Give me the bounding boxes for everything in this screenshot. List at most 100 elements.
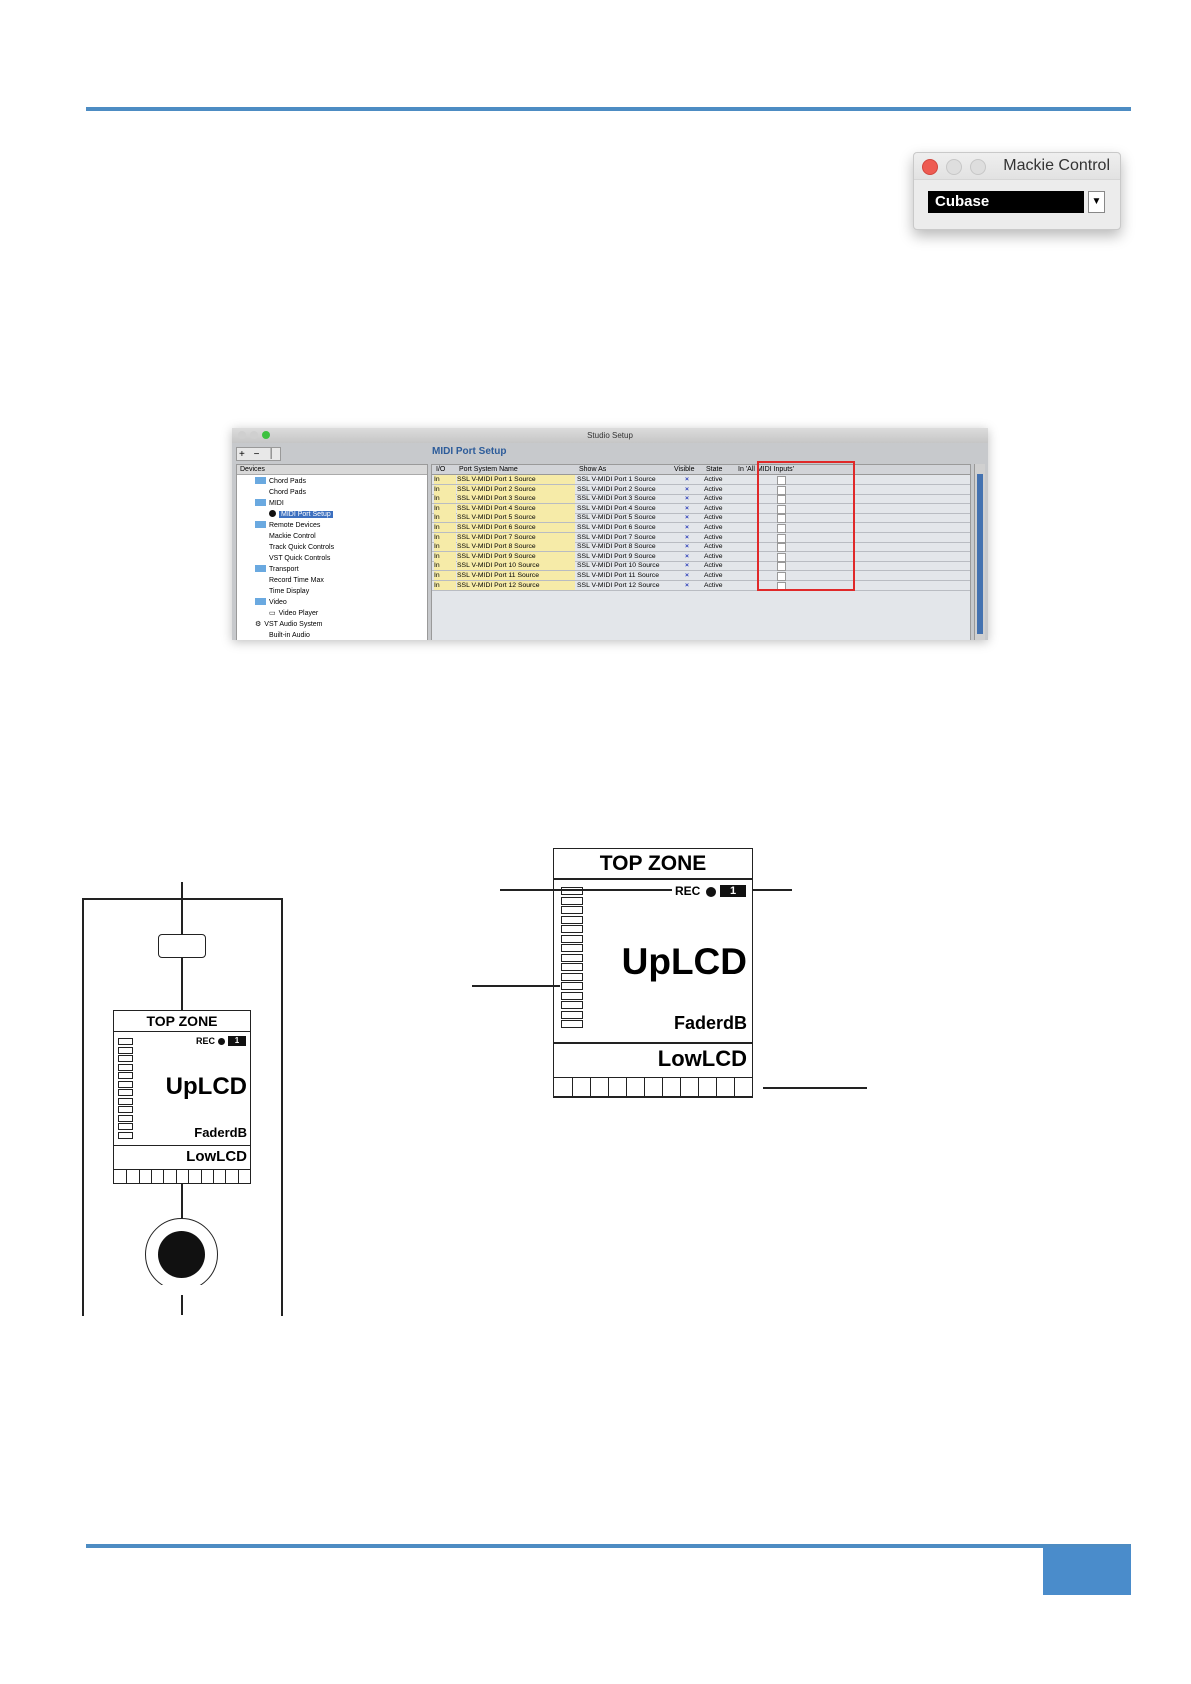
segment-divider [662, 1078, 663, 1096]
column-header[interactable]: In 'All MIDI Inputs' [738, 466, 794, 473]
visible-check-icon[interactable]: × [685, 495, 689, 503]
zoom-window-icon[interactable] [262, 431, 270, 439]
segment-divider [225, 1170, 227, 1183]
table-cell: Active [704, 504, 723, 512]
chevron-down-icon[interactable]: ▼ [1088, 191, 1105, 213]
callout-line [181, 1184, 183, 1222]
visible-check-icon[interactable]: × [685, 543, 689, 551]
visible-check-icon[interactable]: × [685, 504, 689, 512]
all-midi-inputs-checkbox[interactable] [777, 543, 786, 553]
all-midi-inputs-checkbox[interactable] [777, 514, 786, 524]
visible-check-icon[interactable]: × [685, 476, 689, 483]
table-cell: In [434, 532, 456, 542]
visible-check-icon[interactable]: × [685, 562, 689, 570]
table-cell: SSL V-MIDI Port 5 Source [457, 513, 575, 523]
tree-item[interactable]: Mackie Control [269, 533, 316, 540]
tree-item[interactable]: VST Quick Controls [269, 555, 331, 562]
table-cell: SSL V-MIDI Port 11 Source [577, 572, 659, 579]
visible-check-icon[interactable]: × [685, 514, 689, 522]
all-midi-inputs-checkbox[interactable] [777, 552, 786, 562]
segment-divider [734, 1078, 735, 1096]
column-header[interactable]: State [706, 466, 723, 473]
segment-divider [626, 1078, 627, 1096]
all-midi-inputs-checkbox[interactable] [777, 504, 786, 514]
meter-segment [118, 1046, 133, 1054]
visible-check-icon[interactable]: × [685, 485, 689, 493]
visible-check-icon[interactable]: × [685, 572, 689, 579]
all-midi-inputs-checkbox[interactable] [777, 562, 786, 572]
tree-item[interactable]: MIDI Port Setup [269, 510, 333, 519]
tree-item[interactable]: Built-in Audio [269, 632, 310, 639]
column-header[interactable]: I/O [436, 466, 446, 473]
folder-icon [255, 499, 266, 506]
all-midi-inputs-checkbox[interactable] [777, 485, 786, 495]
table-cell: Active [704, 543, 723, 551]
meter-segment [561, 934, 583, 943]
meter-segment [561, 915, 583, 924]
table-cell: SSL V-MIDI Port 2 Source [457, 484, 575, 494]
table-cell: SSL V-MIDI Port 11 Source [457, 571, 575, 580]
tree-item[interactable]: Track Quick Controls [269, 544, 335, 551]
tree-item[interactable]: Chord Pads [269, 489, 306, 496]
device-toolbar[interactable]: + − ⏐ [236, 447, 281, 461]
tree-item[interactable]: Video [255, 598, 287, 607]
column-header[interactable]: Port System Name [459, 466, 518, 473]
column-header[interactable]: Show As [579, 466, 607, 473]
meter-segment [561, 1020, 583, 1028]
table-cell: Active [704, 485, 723, 493]
folder-icon [255, 477, 266, 484]
daw-select-value[interactable]: Cubase [928, 191, 1084, 213]
visible-check-icon[interactable]: × [685, 533, 689, 541]
segment-divider [698, 1078, 699, 1096]
segment-strip [553, 1077, 753, 1097]
table-cell: In [434, 542, 456, 552]
tree-item[interactable]: Remote Devices [255, 521, 320, 530]
scroll-thumb[interactable] [977, 474, 983, 634]
minimize-window-icon[interactable] [250, 431, 258, 439]
all-midi-inputs-checkbox[interactable] [777, 524, 786, 533]
close-window-icon[interactable] [922, 159, 938, 175]
table-cell: In [434, 523, 456, 532]
encoder-knob[interactable] [158, 1231, 205, 1278]
meter-segment [561, 963, 583, 971]
tree-item[interactable]: Chord Pads [255, 477, 306, 486]
all-midi-inputs-checkbox[interactable] [777, 572, 786, 581]
table-cell: SSL V-MIDI Port 8 Source [577, 543, 656, 551]
folder-icon [255, 598, 266, 605]
all-midi-inputs-checkbox[interactable] [777, 495, 786, 505]
table-cell: In [434, 561, 456, 571]
tree-item[interactable]: Time Display [269, 588, 310, 595]
tree-item[interactable]: Transport [255, 565, 299, 574]
audio-icon: ⚙ [255, 621, 262, 628]
visible-check-icon[interactable]: × [685, 581, 689, 589]
tree-item[interactable]: MIDI [255, 499, 284, 508]
visible-check-icon[interactable]: × [685, 552, 689, 560]
meter-segment [561, 925, 583, 933]
zoom-window-icon[interactable] [970, 159, 986, 175]
tree-item[interactable]: ▭Video Player [269, 610, 319, 617]
visible-check-icon[interactable]: × [685, 524, 689, 531]
column-header[interactable]: Visible [674, 466, 695, 473]
tree-item[interactable]: ⚙VST Audio System [255, 621, 323, 628]
vertical-scrollbar[interactable] [974, 464, 985, 640]
all-midi-inputs-checkbox[interactable] [777, 476, 786, 485]
select-button[interactable] [158, 934, 206, 958]
segment-divider [590, 1078, 591, 1096]
close-window-icon[interactable] [238, 431, 246, 439]
all-midi-inputs-checkbox[interactable] [777, 533, 786, 543]
minimize-window-icon[interactable] [946, 159, 962, 175]
tree-item[interactable]: Record Time Max [269, 577, 324, 584]
meter-segment [118, 1038, 133, 1045]
